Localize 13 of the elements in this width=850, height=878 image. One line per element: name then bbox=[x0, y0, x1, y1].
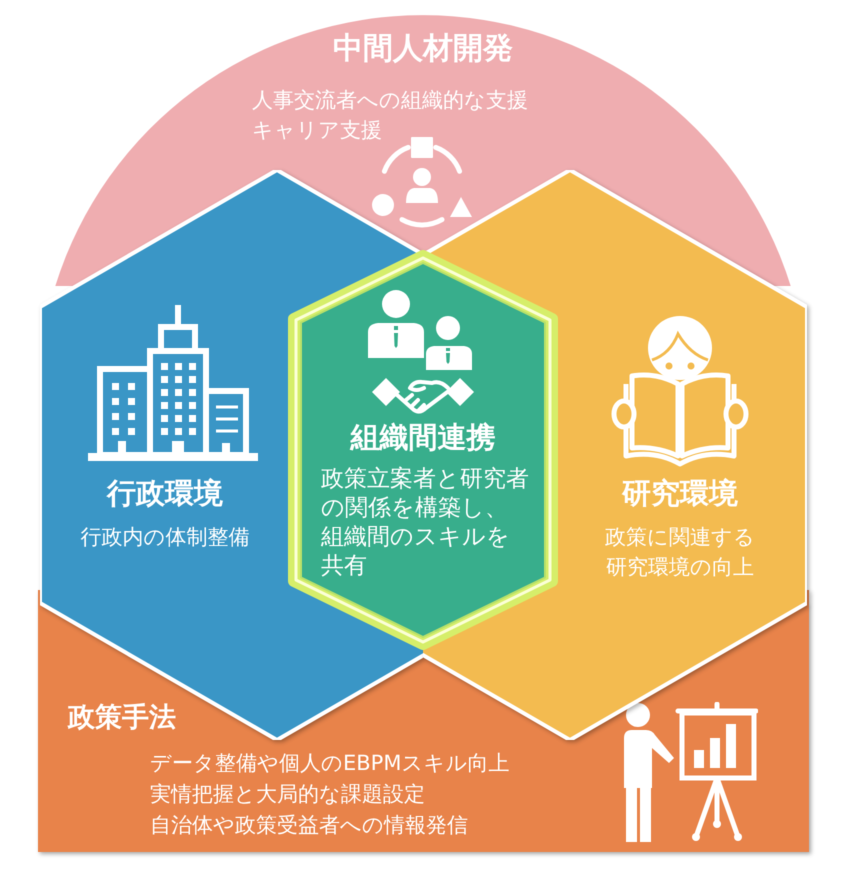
description-text: 政策に関連する研究環境の向上 bbox=[604, 524, 756, 581]
section-heading: 組織間連携 bbox=[350, 420, 496, 455]
list-item: 自治体や政策受益者への情報発信 bbox=[150, 812, 468, 839]
section-heading: 行政環境 bbox=[107, 476, 223, 511]
list-item: 人事交流者への組織的な支援 bbox=[252, 87, 528, 114]
description-text: 政策立案者と研究者の関係を構築し、組織間のスキルを共有 bbox=[321, 465, 530, 581]
list-item: データ整備や個人のEBPMスキル向上 bbox=[150, 750, 510, 777]
list-item: 実情把握と大局的な課題設定 bbox=[150, 781, 425, 808]
description-text: 行政内の体制整備 bbox=[80, 524, 250, 551]
section-heading: 研究環境 bbox=[622, 476, 738, 511]
list-item: キャリア支援 bbox=[252, 117, 382, 144]
section-heading: 中間人材開発 bbox=[333, 31, 513, 67]
section-heading: 政策手法 bbox=[68, 702, 176, 734]
